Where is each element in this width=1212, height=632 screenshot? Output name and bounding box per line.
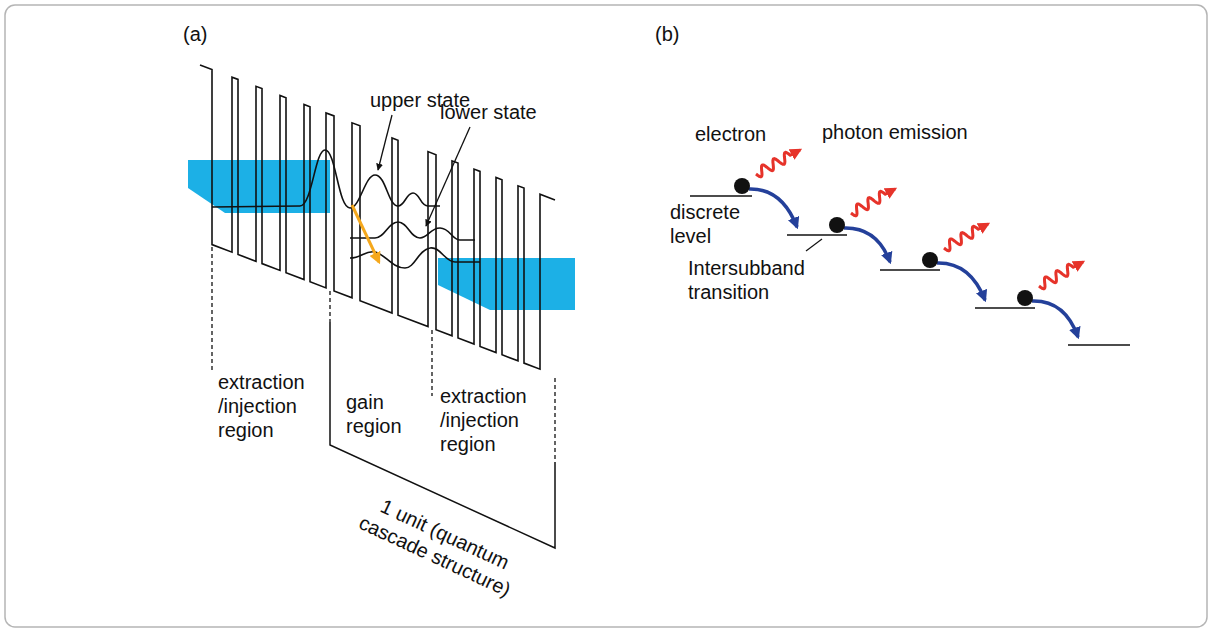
region-label: gain region — [346, 390, 402, 438]
bracket-label: 1 unit (quantum cascade structure) — [321, 473, 559, 618]
region-divider — [329, 291, 330, 322]
photon-squiggle — [756, 150, 800, 177]
discrete-level — [690, 195, 752, 197]
discrete-level — [787, 234, 847, 236]
region-divider — [211, 247, 212, 372]
photon-squiggle — [1039, 262, 1083, 289]
conduction-band — [200, 65, 555, 369]
panel-label: (b) — [655, 22, 679, 46]
photon-squiggle — [944, 224, 988, 251]
region-divider — [554, 378, 555, 462]
photon-squiggle — [851, 189, 895, 216]
callout-label: electron — [695, 122, 766, 146]
panel-frame — [5, 5, 1207, 627]
region-label: extraction /injection region — [218, 370, 305, 442]
region-label: extraction /injection region — [440, 384, 527, 456]
leader-line — [806, 239, 822, 251]
electron-dot — [734, 178, 750, 194]
callout-label: discrete level — [670, 200, 740, 248]
upper-wavefunction — [212, 150, 440, 208]
callout-label: Intersubband transition — [688, 256, 805, 304]
transition-arrow — [1032, 301, 1078, 337]
discrete-level — [880, 269, 940, 271]
electron-dot — [829, 217, 845, 233]
cascade-illustration — [690, 150, 1130, 345]
callout-label: photon emission — [822, 120, 968, 144]
lower-wavefunction — [350, 248, 480, 268]
transition-arrow — [352, 205, 379, 262]
transition-arrow — [937, 263, 985, 300]
transition-arrow — [749, 189, 797, 227]
state-label: lower state — [440, 100, 537, 124]
electron-dot — [1017, 290, 1033, 306]
band-profile — [200, 65, 555, 369]
discrete-level — [975, 307, 1035, 309]
injector-band — [188, 160, 330, 213]
leader-arrow — [378, 115, 392, 170]
transition-arrow — [844, 228, 890, 262]
leader-arrow — [426, 127, 470, 226]
electron-dot — [922, 252, 938, 268]
panel-label: (a) — [183, 22, 207, 46]
region-divider — [431, 330, 432, 396]
discrete-level — [1068, 344, 1130, 346]
